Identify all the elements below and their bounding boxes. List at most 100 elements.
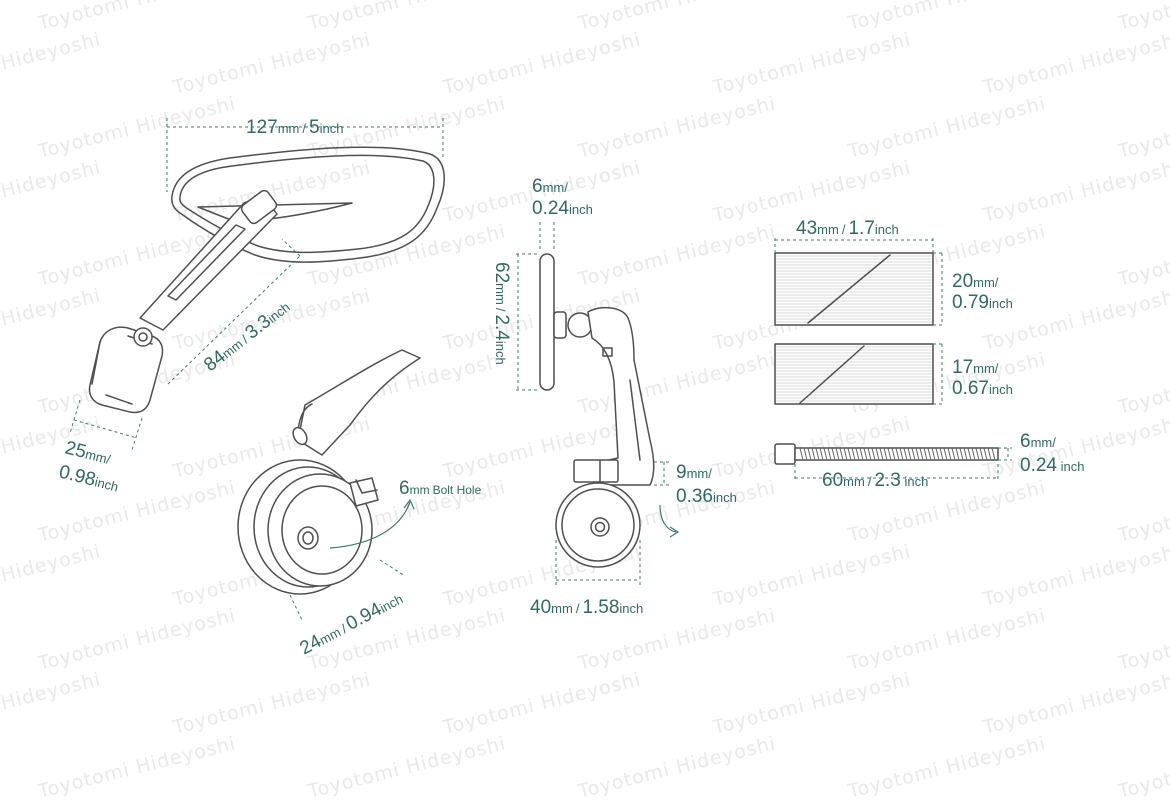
thread-line [947,447,952,461]
watermark-text: Toyotomi Hideyoshi [35,604,238,675]
thread-line [851,447,856,461]
dim-mirror-thickness-label-2: 0.24inch [532,198,593,219]
watermark-text: Toyotomi Hideyoshi [845,0,1048,35]
mirror-head-outline [171,146,445,263]
thread-line [887,447,892,461]
dim-insert-width-label: 43mm/1.7inch [796,218,899,239]
insert-small-texture [776,346,932,402]
mounting-bolt [774,443,999,465]
watermark-text: Toyotomi Hideyoshi [170,668,373,739]
dim-mirror-height-label: 62mm/2.4inch [491,262,512,365]
watermark-text: Toyotomi Hideyoshi [0,284,103,355]
watermark-text: Toyotomi Hideyoshi [575,0,778,35]
watermark-text: Toyotomi Hideyoshi [575,732,778,800]
thread-line [983,447,988,461]
watermark-text: Toyotomi Hideyoshi [1115,220,1170,291]
watermark-text: Toyotomi Hideyoshi [440,28,643,99]
dim-clamp-depth-label-2: 0.98inch [57,461,121,496]
dim-insert-large-label-1: 20mm/ [952,271,999,292]
mirror-glass-side [539,253,555,391]
watermark-text: Toyotomi Hideyoshi [710,28,913,99]
thread-line [903,447,908,461]
thread-line [835,447,840,461]
dim-bolt-length-label: 60mm/2.3 inch [822,470,928,491]
watermark-text: Toyotomi Hideyoshi [710,156,913,227]
watermark-text: Toyotomi Hideyoshi [35,92,238,163]
insert-large-texture [776,255,932,323]
thread-line [971,447,976,461]
dim-plug-width-label: 40mm/1.58inch [530,597,643,618]
bar-end-plug-view [237,349,421,595]
thread-line [959,447,964,461]
thread-line [867,447,872,461]
watermark-text: Toyotomi Hideyoshi [35,476,238,547]
stem-edge [297,403,313,431]
plug-stem [297,349,421,456]
thread-line [939,447,944,461]
watermark-text: Toyotomi Hideyoshi [305,732,508,800]
thread-line [823,447,828,461]
watermark-text: Toyotomi Hideyoshi [0,28,103,99]
watermark-text: Toyotomi Hideyoshi [845,92,1048,163]
thread-line [807,447,812,461]
thread-line [979,447,984,461]
thread-line [927,447,932,461]
watermark-text: Toyotomi Hideyoshi [0,668,103,739]
thread-line [951,447,956,461]
thread-line [831,447,836,461]
watermark-text: Toyotomi Hideyoshi [305,220,508,291]
thread-line [911,447,916,461]
watermark-text: Toyotomi Hideyoshi [845,604,1048,675]
side-arm-edge [629,379,641,461]
watermark-text: Toyotomi Hideyoshi [1115,348,1170,419]
thread-line [943,447,948,461]
watermark-text: Toyotomi Hideyoshi [35,732,238,800]
watermark-text: Toyotomi Hideyoshi [980,28,1170,99]
offset-leader [659,504,677,533]
side-plug-inner [561,488,635,562]
watermark-text: Toyotomi Hideyoshi [575,220,778,291]
thread-line [935,447,940,461]
watermark-text: Toyotomi Hideyoshi [980,284,1170,355]
thread-line [987,447,992,461]
watermark-text: Toyotomi Hideyoshi [980,540,1170,611]
thread-line [919,447,924,461]
thread-line [863,447,868,461]
watermark-text: Toyotomi Hideyoshi [0,540,103,611]
plug-face-inner [281,485,363,575]
thread-line [839,447,844,461]
watermark-text: Toyotomi Hideyoshi [1115,92,1170,163]
thread-line [975,447,980,461]
plug-bolt-hole [297,526,319,550]
bolt-head [774,443,796,465]
watermark-text: Toyotomi Hideyoshi [305,0,508,35]
watermark-text: Toyotomi Hideyoshi [575,348,778,419]
mirror-inner-outline [179,154,435,254]
dim-bolt-diameter-label-1: 6mm/ [1020,431,1056,452]
watermark-text: Toyotomi Hideyoshi [1115,0,1170,35]
thread-line [843,447,848,461]
thread-line [811,447,816,461]
thread-line [915,447,920,461]
clamp-block [88,326,164,414]
dim-insert-small-label-1: 17mm/ [952,357,999,378]
thread-line [891,447,896,461]
watermark-text: Toyotomi Hideyoshi [980,668,1170,739]
watermark-text: Toyotomi Hideyoshi [710,668,913,739]
arm-pivot-cap [240,189,278,225]
stem-bolt [292,426,308,446]
thread-line [855,447,860,461]
thread-line [963,447,968,461]
watermark-text: Toyotomi Hideyoshi [1115,732,1170,800]
watermark-text: Toyotomi Hideyoshi [1115,604,1170,675]
dim-bolt-diameter-label-2: 0.24 inch [1020,455,1084,476]
thread-line [819,447,824,461]
thread-line [871,447,876,461]
thread-line [967,447,972,461]
thread-line [847,447,852,461]
watermark-text: Toyotomi Hideyoshi [0,156,103,227]
dim-mirror-thickness-label-1: 6mm/ [532,176,568,197]
mirror-ball-joint-socket [553,311,567,339]
